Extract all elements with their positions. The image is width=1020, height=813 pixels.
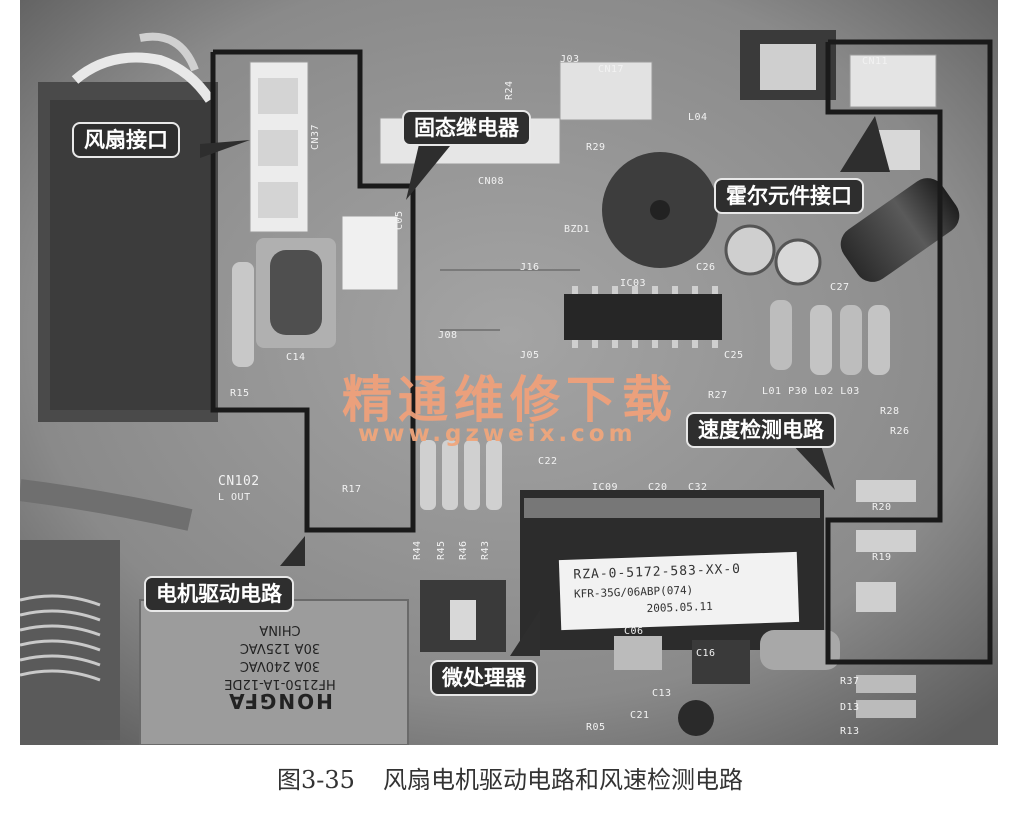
silk-c22: C22 [538, 456, 558, 467]
silk-r27: R27 [708, 390, 728, 401]
chip-date: 2005.05.11 [646, 599, 714, 616]
silk-r26: R26 [890, 426, 910, 437]
silk-l01-l03: L01 P30 L02 L03 [762, 386, 860, 397]
callout-microprocessor: 微处理器 [430, 660, 538, 696]
silk-c13: C13 [652, 688, 672, 699]
silk-cn37: CN37 [310, 123, 321, 150]
silk-bzd1: BZD1 [564, 224, 591, 235]
silk-c21: C21 [630, 710, 650, 721]
silk-c27: C27 [830, 282, 850, 293]
silk-r15: R15 [230, 388, 250, 399]
silk-r44: R44 [412, 540, 423, 560]
silk-c05: C05 [394, 210, 405, 230]
motor-drive-outline [210, 49, 416, 533]
silk-c14: C14 [286, 352, 306, 363]
chip-label-sticker: RZA-0-5172-583-XX-0 KFR-35G/06ABP(074) 2… [558, 551, 800, 631]
silk-c25: C25 [724, 350, 744, 361]
figure-number: 图3-35 [277, 766, 355, 794]
silk-j08: J08 [438, 330, 458, 341]
silk-r17: R17 [342, 484, 362, 495]
silk-r46: R46 [458, 540, 469, 560]
relay-model: HF2150-1A-12DE [224, 676, 336, 691]
silk-cn11: CN11 [862, 56, 889, 67]
callout-motor-drive-circuit: 电机驱动电路 [144, 576, 294, 612]
watermark-url: www.gzweix.com [358, 421, 637, 447]
pcb-photo: CN37 CN08 J03 R24 CN17 CN11 L04 R29 BZD1… [20, 0, 998, 745]
silk-cn08: CN08 [478, 176, 505, 187]
relay-body [139, 599, 409, 745]
speed-detect-outline [825, 39, 993, 665]
silk-r28: R28 [880, 406, 900, 417]
relay-printing: HONGFA HF2150-1A-12DE 30A 240VAC 30A 125… [195, 620, 365, 713]
figure-title: 风扇电机驱动电路和风速检测电路 [382, 766, 743, 794]
silk-r43: R43 [480, 540, 491, 560]
relay-origin: CHINA [259, 622, 301, 637]
relay-rating-125: 30A 125VAC [239, 640, 321, 655]
callout-solid-state-relay: 固态继电器 [402, 110, 531, 146]
silk-c26: C26 [696, 262, 716, 273]
silk-r05: R05 [586, 722, 606, 733]
callout-hall-element-interface: 霍尔元件接口 [714, 178, 864, 214]
silk-j16: J16 [520, 262, 540, 273]
silk-d13: D13 [840, 702, 860, 713]
relay-rating-240: 30A 240VAC [239, 658, 321, 673]
silk-cn17: CN17 [598, 64, 625, 75]
silk-r19: R19 [872, 552, 892, 563]
silk-r29: R29 [586, 142, 606, 153]
silk-r24: R24 [504, 80, 515, 100]
silk-c16: C16 [696, 648, 716, 659]
silk-r13: R13 [840, 726, 860, 737]
figure-caption: 图3-35 风扇电机驱动电路和风速检测电路 [0, 760, 1020, 795]
silk-c32: C32 [688, 482, 708, 493]
silk-j03: J03 [560, 54, 580, 65]
silk-r37: R37 [840, 676, 860, 687]
silk-j05: J05 [520, 350, 540, 361]
silk-c20: C20 [648, 482, 668, 493]
silk-r45: R45 [436, 540, 447, 560]
chip-part-number: RZA-0-5172-583-XX-0 [573, 561, 742, 583]
watermark-title: 精通维修下载 [342, 370, 678, 429]
silk-ic03: IC03 [620, 278, 647, 289]
silk-ic09: IC09 [592, 482, 619, 493]
relay-brand: HONGFA [227, 689, 333, 713]
silk-l-out: L OUT [218, 492, 251, 503]
silk-c06: C06 [624, 626, 644, 637]
silk-l04: L04 [688, 112, 708, 123]
silk-cn102: CN102 [218, 474, 260, 489]
silk-r20: R20 [872, 502, 892, 513]
callout-fan-interface: 风扇接口 [72, 122, 180, 158]
callout-speed-detection-circuit: 速度检测电路 [686, 412, 836, 448]
chip-model: KFR-35G/06ABP(074) [573, 583, 694, 601]
